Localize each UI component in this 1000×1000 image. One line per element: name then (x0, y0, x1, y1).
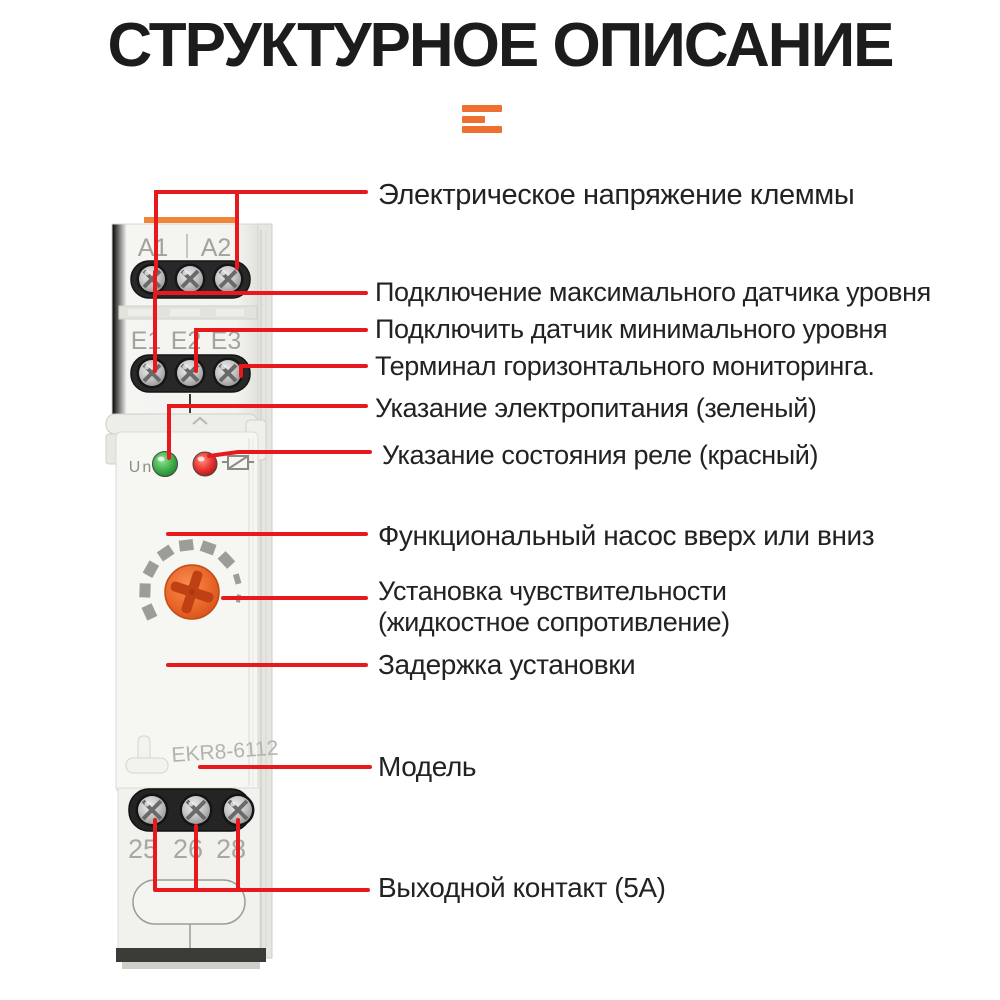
relay-device: A1 A2 (105, 217, 279, 969)
screw (135, 793, 169, 827)
terminal-label-a1: A1 (138, 234, 169, 262)
din-clip (125, 735, 169, 774)
terminal-label-a2: A2 (201, 234, 232, 262)
bar-icon (462, 126, 502, 133)
callout-line-common-terminal (239, 364, 368, 378)
terminal-block-sensor (130, 354, 251, 393)
callout-label-common-terminal: Терминал горизонтального мониторинга. (375, 351, 875, 381)
terminal-block-output (128, 788, 255, 832)
callout-label-sensitivity-line1: Установка чувствительности (378, 576, 727, 606)
terminal-label-28: 28 (216, 834, 246, 864)
callout-line-relay-led (207, 450, 372, 458)
relay-contact-icon (222, 455, 254, 470)
dial-scale-marks (139, 538, 242, 621)
orange-bars-icon (462, 105, 504, 135)
screw (136, 263, 168, 295)
screw (174, 357, 206, 389)
callout-label-sensitivity: Установка чувствительности (жидкостное с… (378, 576, 730, 638)
callout-line-voltage-terminals (154, 190, 368, 272)
screw (221, 793, 255, 827)
page-title: СТРУКТУРНОЕ ОПИСАНИЕ (107, 11, 894, 80)
callout-line-min-sensor (194, 328, 368, 373)
callout-label-min-sensor: Подключить датчик минимального уровня (375, 314, 888, 344)
callout-label-relay-led: Указание состояния реле (красный) (382, 440, 819, 470)
callout-label-sensitivity-line2: (жидкостное сопротивление) (378, 607, 730, 637)
screw (212, 263, 244, 295)
callout-label-function: Функциональный насос вверх или вниз (378, 520, 875, 551)
terminal-label-26: 26 (173, 834, 203, 864)
red-led (192, 451, 218, 477)
callout-label-model: Модель (378, 751, 477, 782)
callout-line-max-sensor (153, 270, 368, 373)
terminal-block-top (130, 260, 251, 299)
orange-strip (144, 217, 237, 223)
callout-label-delay: Задержка установки (378, 649, 636, 680)
callout-label-power-led: Указание электропитания (зеленый) (375, 393, 817, 423)
screw (212, 357, 244, 389)
device-base (116, 948, 266, 962)
callout-label-voltage-terminals: Электрическое напряжение клеммы (378, 179, 855, 211)
bar-icon (462, 116, 485, 123)
callout-line-output-contact (153, 818, 370, 892)
screw (174, 263, 206, 295)
cover-hinge (105, 413, 259, 435)
green-led (152, 451, 178, 477)
lower-panel-oval (132, 879, 246, 925)
callout-lines (153, 190, 372, 892)
power-led-label: Un (129, 459, 153, 476)
callout-label-max-sensor: Подключение максимального датчика уровня (375, 277, 931, 307)
callout-line-power-led (167, 404, 368, 460)
bar-icon (462, 105, 502, 112)
screw (136, 357, 168, 389)
sensitivity-knob (164, 564, 220, 620)
callout-label-output-contact: Выходной контакт (5А) (378, 872, 666, 903)
screw (179, 793, 213, 827)
